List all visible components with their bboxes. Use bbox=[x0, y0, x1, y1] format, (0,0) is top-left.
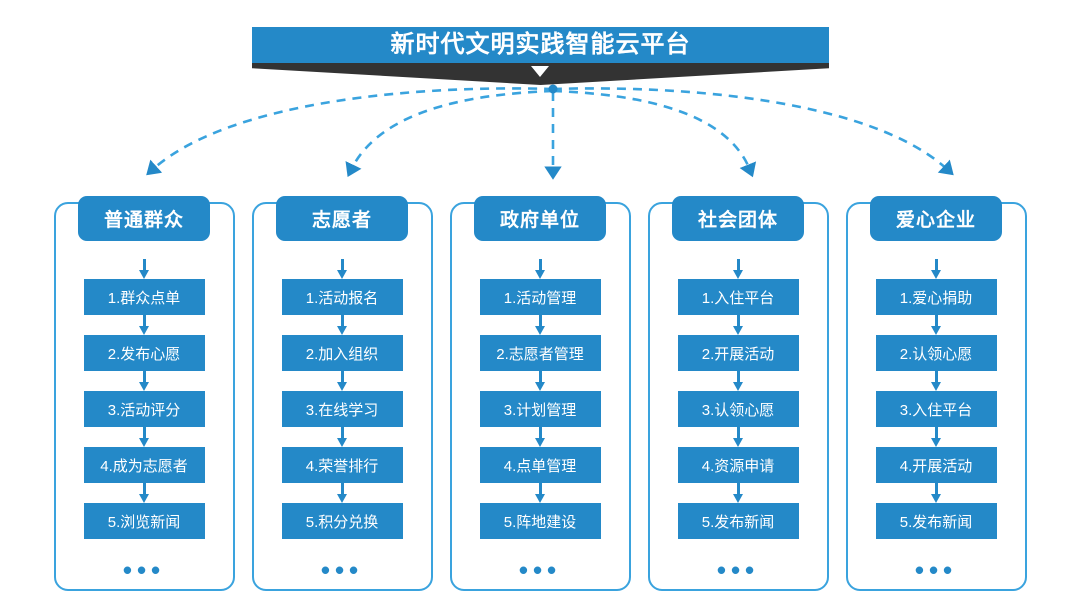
arrow-down-icon bbox=[534, 315, 546, 335]
step-item[interactable]: 4.荣誉排行 bbox=[281, 447, 403, 483]
arrow-down-icon bbox=[336, 371, 348, 391]
column-header[interactable]: 普通群众 bbox=[78, 196, 210, 241]
more-indicator: ••• bbox=[914, 555, 958, 585]
arrow-down-icon bbox=[138, 371, 150, 391]
step-item[interactable]: 1.活动报名 bbox=[281, 279, 403, 315]
arrow-down-icon bbox=[732, 371, 744, 391]
page-title: 新时代文明实践智能云平台 bbox=[390, 31, 691, 58]
arrow-down-icon bbox=[138, 483, 150, 503]
column-charity-enterprise[interactable]: 爱心企业 1.爱心捐助 2.认领心愿 3.入住平台 4.开展活动 5.发布新闻 … bbox=[845, 196, 1027, 591]
arrow-down-icon bbox=[534, 259, 546, 279]
arrow-down-icon bbox=[930, 427, 942, 447]
more-indicator: ••• bbox=[320, 555, 364, 585]
step-item[interactable]: 3.认领心愿 bbox=[677, 391, 799, 427]
step-item[interactable]: 2.开展活动 bbox=[677, 335, 799, 371]
step-item[interactable]: 3.在线学习 bbox=[281, 391, 403, 427]
connector-to-column-1 bbox=[146, 87, 554, 176]
more-indicator: ••• bbox=[716, 555, 760, 585]
step-item[interactable]: 5.发布新闻 bbox=[875, 503, 997, 539]
arrow-down-icon bbox=[732, 315, 744, 335]
step-item[interactable]: 1.入住平台 bbox=[677, 279, 799, 315]
arrow-down-icon bbox=[336, 259, 348, 279]
step-item[interactable]: 2.认领心愿 bbox=[875, 335, 997, 371]
arrow-down-icon bbox=[534, 371, 546, 391]
arrow-down-icon bbox=[732, 259, 744, 279]
column-volunteer[interactable]: 志愿者 1.活动报名 2.加入组织 3.在线学习 4.荣誉排行 5.积分兑换 •… bbox=[251, 196, 433, 591]
column-header[interactable]: 爱心企业 bbox=[870, 196, 1002, 241]
step-item[interactable]: 5.发布新闻 bbox=[677, 503, 799, 539]
step-item[interactable]: 3.入住平台 bbox=[875, 391, 997, 427]
step-item[interactable]: 4.开展活动 bbox=[875, 447, 997, 483]
arrow-down-icon bbox=[930, 371, 942, 391]
arrow-down-icon bbox=[930, 315, 942, 335]
column-header[interactable]: 社会团体 bbox=[672, 196, 804, 241]
column-social-group[interactable]: 社会团体 1.入住平台 2.开展活动 3.认领心愿 4.资源申请 5.发布新闻 … bbox=[647, 196, 829, 591]
arrow-down-icon bbox=[930, 483, 942, 503]
step-item[interactable]: 4.点单管理 bbox=[479, 447, 601, 483]
arrow-down-icon bbox=[336, 483, 348, 503]
arrow-down-icon bbox=[534, 483, 546, 503]
step-item[interactable]: 4.资源申请 bbox=[677, 447, 799, 483]
arrow-down-icon bbox=[138, 427, 150, 447]
connector-to-column-2 bbox=[345, 89, 554, 178]
arrow-down-icon bbox=[732, 427, 744, 447]
banner-bar: 新时代文明实践智能云平台 bbox=[252, 27, 829, 63]
column-general-public[interactable]: 普通群众 1.群众点单 2.发布心愿 3.活动评分 4.成为志愿者 5.浏览新闻… bbox=[53, 196, 235, 591]
step-item[interactable]: 5.积分兑换 bbox=[281, 503, 403, 539]
arrow-down-icon bbox=[930, 259, 942, 279]
arrow-down-icon bbox=[336, 427, 348, 447]
connector-origin-node bbox=[548, 84, 558, 94]
column-header[interactable]: 志愿者 bbox=[276, 196, 408, 241]
step-item[interactable]: 1.活动管理 bbox=[479, 279, 601, 315]
column-header[interactable]: 政府单位 bbox=[474, 196, 606, 241]
arrow-down-icon bbox=[138, 315, 150, 335]
column-government-unit[interactable]: 政府单位 1.活动管理 2.志愿者管理 3.计划管理 4.点单管理 5.阵地建设… bbox=[449, 196, 631, 591]
step-item[interactable]: 5.浏览新闻 bbox=[83, 503, 205, 539]
connector-to-column-5 bbox=[552, 87, 954, 176]
arrow-down-icon bbox=[732, 483, 744, 503]
role-columns: 普通群众 1.群众点单 2.发布心愿 3.活动评分 4.成为志愿者 5.浏览新闻… bbox=[0, 196, 1080, 591]
step-item[interactable]: 5.阵地建设 bbox=[479, 503, 601, 539]
arrow-down-icon bbox=[336, 315, 348, 335]
step-item[interactable]: 2.志愿者管理 bbox=[479, 335, 601, 371]
arrow-down-icon bbox=[534, 427, 546, 447]
more-indicator: ••• bbox=[518, 555, 562, 585]
step-item[interactable]: 4.成为志愿者 bbox=[83, 447, 205, 483]
connector-to-column-4 bbox=[552, 89, 757, 178]
step-item[interactable]: 2.加入组织 bbox=[281, 335, 403, 371]
step-item[interactable]: 1.群众点单 bbox=[83, 279, 205, 315]
step-item[interactable]: 3.计划管理 bbox=[479, 391, 601, 427]
arrow-down-icon bbox=[138, 259, 150, 279]
more-indicator: ••• bbox=[122, 555, 166, 585]
step-item[interactable]: 3.活动评分 bbox=[83, 391, 205, 427]
step-item[interactable]: 1.爱心捐助 bbox=[875, 279, 997, 315]
down-caret-icon bbox=[531, 66, 549, 77]
step-item[interactable]: 2.发布心愿 bbox=[83, 335, 205, 371]
platform-title-banner: 新时代文明实践智能云平台 bbox=[252, 27, 829, 85]
